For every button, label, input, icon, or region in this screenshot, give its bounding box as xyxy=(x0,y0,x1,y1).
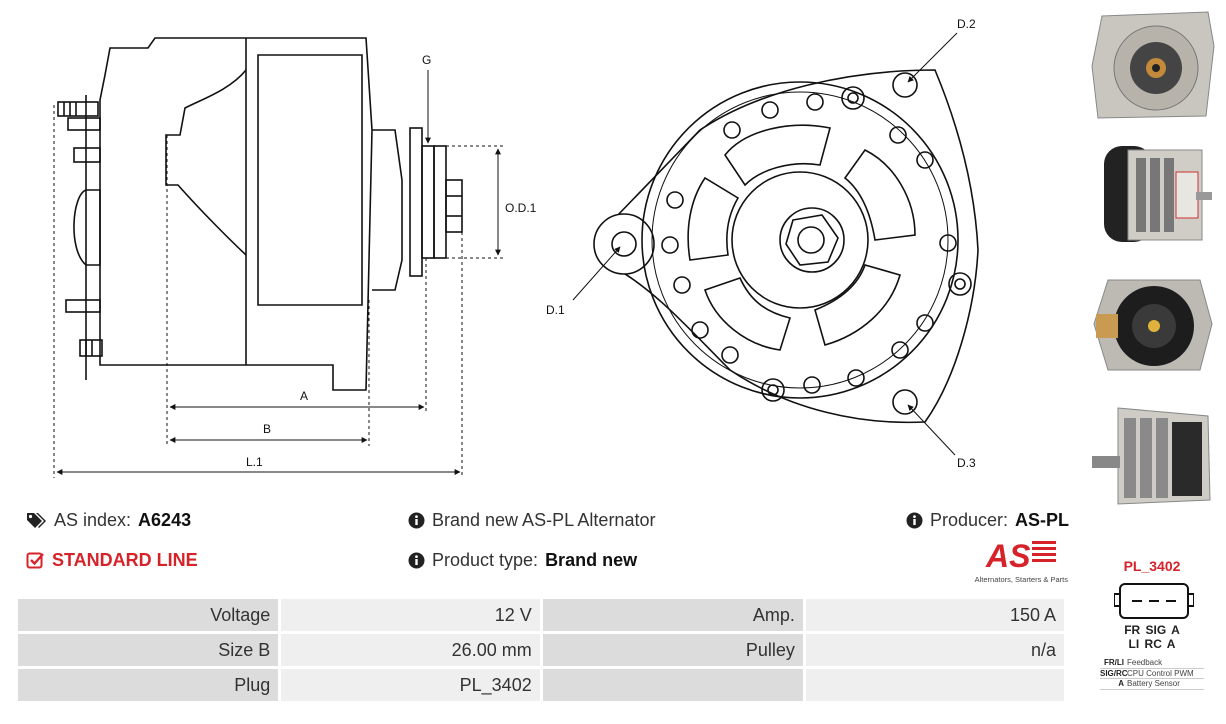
producer: Producer: AS-PL xyxy=(906,510,1069,531)
description: Brand new AS-PL Alternator xyxy=(408,510,655,531)
logo-text: AS xyxy=(985,538,1031,570)
table-row: Voltage 12 V Amp. 150 A xyxy=(14,596,1068,634)
spec-label: Plug xyxy=(14,666,282,704)
spec-value: 26.00 mm xyxy=(278,631,543,669)
label-b: B xyxy=(263,422,271,436)
info-circle-icon xyxy=(408,552,425,569)
plug-title: PL_3402 xyxy=(1123,558,1181,574)
product-photo-front xyxy=(1091,11,1215,119)
spec-table: Voltage 12 V Amp. 150 A Size B 26.00 mm … xyxy=(14,596,1068,704)
check-square-icon xyxy=(26,552,44,569)
legend-row: FR/LI Feedback xyxy=(1100,658,1204,669)
as-index-value: A6243 xyxy=(138,510,192,530)
technical-drawing: G O.D.1 A B L.1 D.1 D.2 D.3 xyxy=(53,17,979,478)
info-circle-icon xyxy=(906,512,923,529)
standard-line: STANDARD LINE xyxy=(26,550,198,571)
plug-connector-diagram xyxy=(1114,583,1194,619)
dimension-guides xyxy=(53,105,504,478)
spec-value: n/a xyxy=(802,631,1068,669)
spec-value: 150 A xyxy=(802,596,1068,634)
label-d3: D.3 xyxy=(957,456,976,470)
as-logo-mark: AS xyxy=(985,538,1056,574)
as-pl-logo: AS Alternators, Starters & Parts xyxy=(964,538,1068,584)
label-d2: D.2 xyxy=(957,17,976,31)
table-row: Size B 26.00 mm Pulley n/a xyxy=(14,631,1068,669)
plug-pins-bottom: LI RC A xyxy=(1128,637,1176,651)
logo-tagline: Alternators, Starters & Parts xyxy=(974,575,1068,584)
legend-key: FR/LI xyxy=(1104,658,1124,667)
legend-value: Feedback xyxy=(1127,658,1163,667)
front-view xyxy=(593,69,979,424)
product-type: Product type: Brand new xyxy=(408,550,637,571)
plug-legend: FR/LI Feedback SIG/RC CPU Control PWM A … xyxy=(1100,658,1204,690)
spec-label: Pulley xyxy=(539,631,806,669)
spec-value xyxy=(802,666,1068,704)
product-photo-rear xyxy=(1093,279,1213,371)
description-text: Brand new AS-PL Alternator xyxy=(432,510,656,530)
legend-value: Battery Sensor xyxy=(1127,679,1180,688)
spec-label xyxy=(539,666,806,704)
tags-icon xyxy=(27,512,46,528)
product-type-value: Brand new xyxy=(545,550,638,570)
label-l1: L.1 xyxy=(246,455,263,469)
producer-value: AS-PL xyxy=(1015,510,1070,530)
product-type-label: Product type: xyxy=(432,550,539,570)
spec-label: Voltage xyxy=(14,596,282,634)
dimension-arrows xyxy=(56,70,501,475)
legend-value: CPU Control PWM xyxy=(1127,668,1194,678)
spec-value: PL_3402 xyxy=(278,666,543,704)
table-row: Plug PL_3402 xyxy=(14,666,1068,704)
as-index: AS index: A6243 xyxy=(26,510,191,531)
product-photo-side xyxy=(1104,146,1212,242)
standard-line-label: STANDARD LINE xyxy=(52,550,198,570)
info-circle-icon xyxy=(408,512,425,529)
plug-pins-top: FR SIG A xyxy=(1124,623,1180,637)
front-leaders xyxy=(572,32,958,456)
label-d1: D.1 xyxy=(546,303,565,317)
legend-row: A Battery Sensor xyxy=(1100,679,1204,690)
producer-label: Producer: xyxy=(930,510,1009,530)
product-photo-angle xyxy=(1092,407,1211,505)
as-index-label: AS index: xyxy=(54,510,132,530)
side-view xyxy=(57,37,463,391)
legend-key: SIG/RC xyxy=(1100,668,1128,678)
spec-label: Amp. xyxy=(539,596,806,634)
legend-row: SIG/RC CPU Control PWM xyxy=(1100,668,1204,679)
plug-pins: FR SIG A LI RC A xyxy=(1100,623,1204,651)
spec-label: Size B xyxy=(14,631,282,669)
label-od1: O.D.1 xyxy=(505,201,537,215)
spec-value: 12 V xyxy=(278,596,543,634)
legend-key: A xyxy=(1118,679,1124,688)
label-g: G xyxy=(422,53,431,67)
label-a: A xyxy=(300,389,308,403)
